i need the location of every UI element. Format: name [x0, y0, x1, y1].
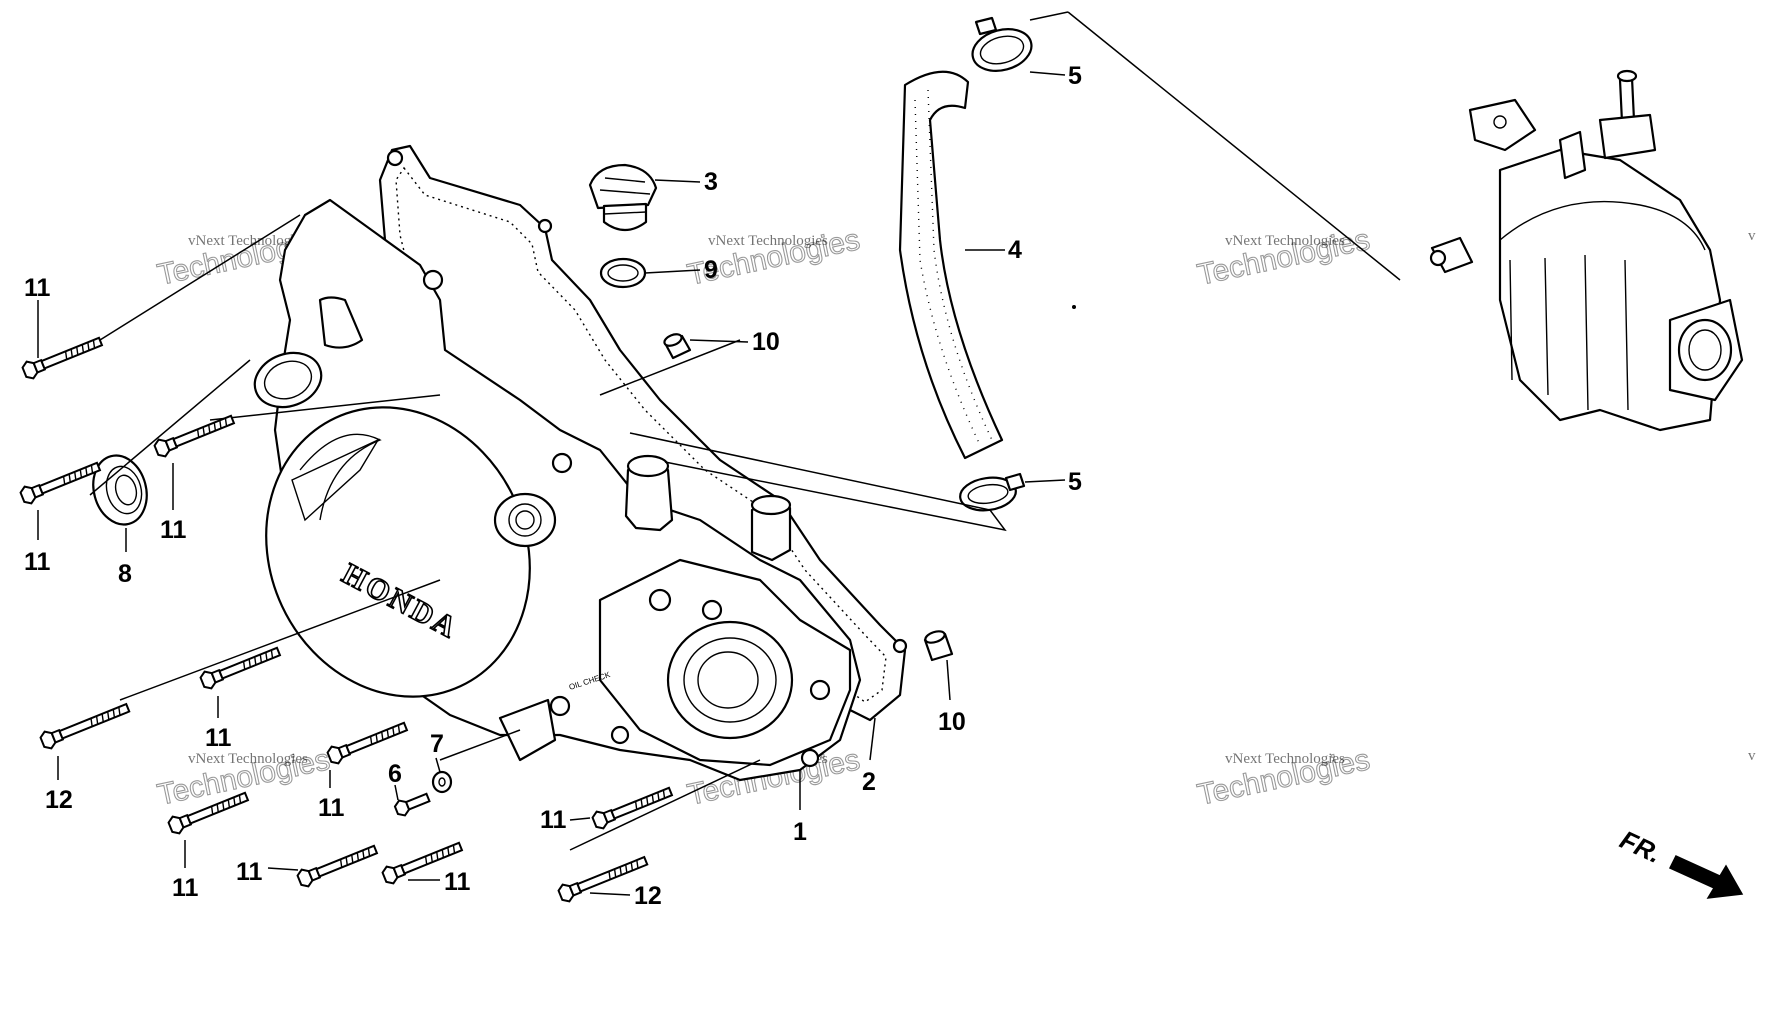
front-direction-indicator: FR. — [1615, 824, 1744, 899]
water-hose — [898, 70, 1004, 460]
bolts — [19, 336, 674, 903]
small-bolt-6 — [393, 792, 431, 817]
cylinder-reference — [1429, 69, 1744, 432]
callout-10-lower: 10 — [938, 708, 966, 736]
bolt-11-bottom-center — [381, 841, 464, 885]
filler-cap — [588, 163, 658, 232]
bolt-11-bottom-left — [167, 791, 250, 835]
callout-11-near-seal: 11 — [160, 516, 187, 544]
watermark-small-6: vNext Technologies — [1225, 751, 1345, 767]
callout-4: 4 — [1008, 236, 1022, 264]
front-direction-label: FR. — [1615, 824, 1666, 869]
bolt-11-top-left — [21, 336, 104, 380]
front-direction-arrow — [1668, 855, 1744, 899]
hose-clamp-lower — [959, 472, 1026, 512]
callout-11-bottom-left: 11 — [172, 874, 199, 902]
bolt-12-right — [557, 855, 649, 903]
bolt-11-bottom-mid — [296, 844, 379, 888]
callout-11-bottom-center: 11 — [444, 868, 471, 896]
bolt-11-center — [199, 646, 282, 690]
callout-11-bottom-right: 11 — [540, 806, 567, 834]
guide-lines — [89, 11, 1401, 851]
oil-seal — [92, 454, 148, 526]
watermark-small-4: vNext Technologies — [188, 751, 308, 767]
dowel-pin-lower — [923, 630, 954, 662]
callout-12-left: 12 — [45, 786, 73, 814]
callout-9: 9 — [704, 256, 718, 284]
callout-6: 6 — [388, 760, 402, 788]
callout-leaders — [37, 71, 1066, 896]
bolt-11-mid-left — [19, 461, 102, 505]
callout-2: 2 — [862, 768, 876, 796]
callout-1: 1 — [793, 818, 807, 846]
bolt-11-near-seal — [153, 414, 236, 458]
speck — [1072, 305, 1076, 309]
callout-11-bottom-mid: 11 — [236, 858, 263, 886]
callout-5-lower: 5 — [1068, 468, 1082, 496]
o-ring-washer — [599, 257, 647, 289]
callouts: 3 9 10 4 5 5 10 2 1 8 11 11 11 11 12 11 … — [24, 62, 1082, 910]
callout-10-upper: 10 — [752, 328, 780, 356]
callout-11-lower-center: 11 — [318, 794, 345, 822]
watermark-edge-2: v — [1748, 748, 1756, 764]
bolt-11-lower-center — [326, 721, 409, 765]
callout-12-right: 12 — [634, 882, 662, 910]
clutch-cover: HONDA OIL CHECK — [253, 198, 862, 782]
callout-7: 7 — [430, 730, 444, 758]
callout-11-center: 11 — [205, 724, 232, 752]
callout-5-upper: 5 — [1068, 62, 1082, 90]
watermark-small-2: vNext Technologies — [708, 233, 828, 249]
callout-3: 3 — [704, 168, 718, 196]
washer-7 — [431, 770, 453, 794]
watermark-small-3: vNext Technologies — [1225, 233, 1345, 249]
bolt-12-left — [39, 702, 131, 750]
watermark-small-1: vNext Technologies — [188, 233, 308, 249]
watermark-edge-1: v — [1748, 228, 1756, 244]
hose-clamp-upper — [971, 16, 1033, 72]
callout-8: 8 — [118, 560, 132, 588]
dowel-pin-upper — [663, 333, 692, 360]
bolt-11-bottom-right — [591, 786, 674, 830]
callout-11-mid-left: 11 — [24, 548, 51, 576]
callout-11-top-left: 11 — [24, 274, 51, 302]
